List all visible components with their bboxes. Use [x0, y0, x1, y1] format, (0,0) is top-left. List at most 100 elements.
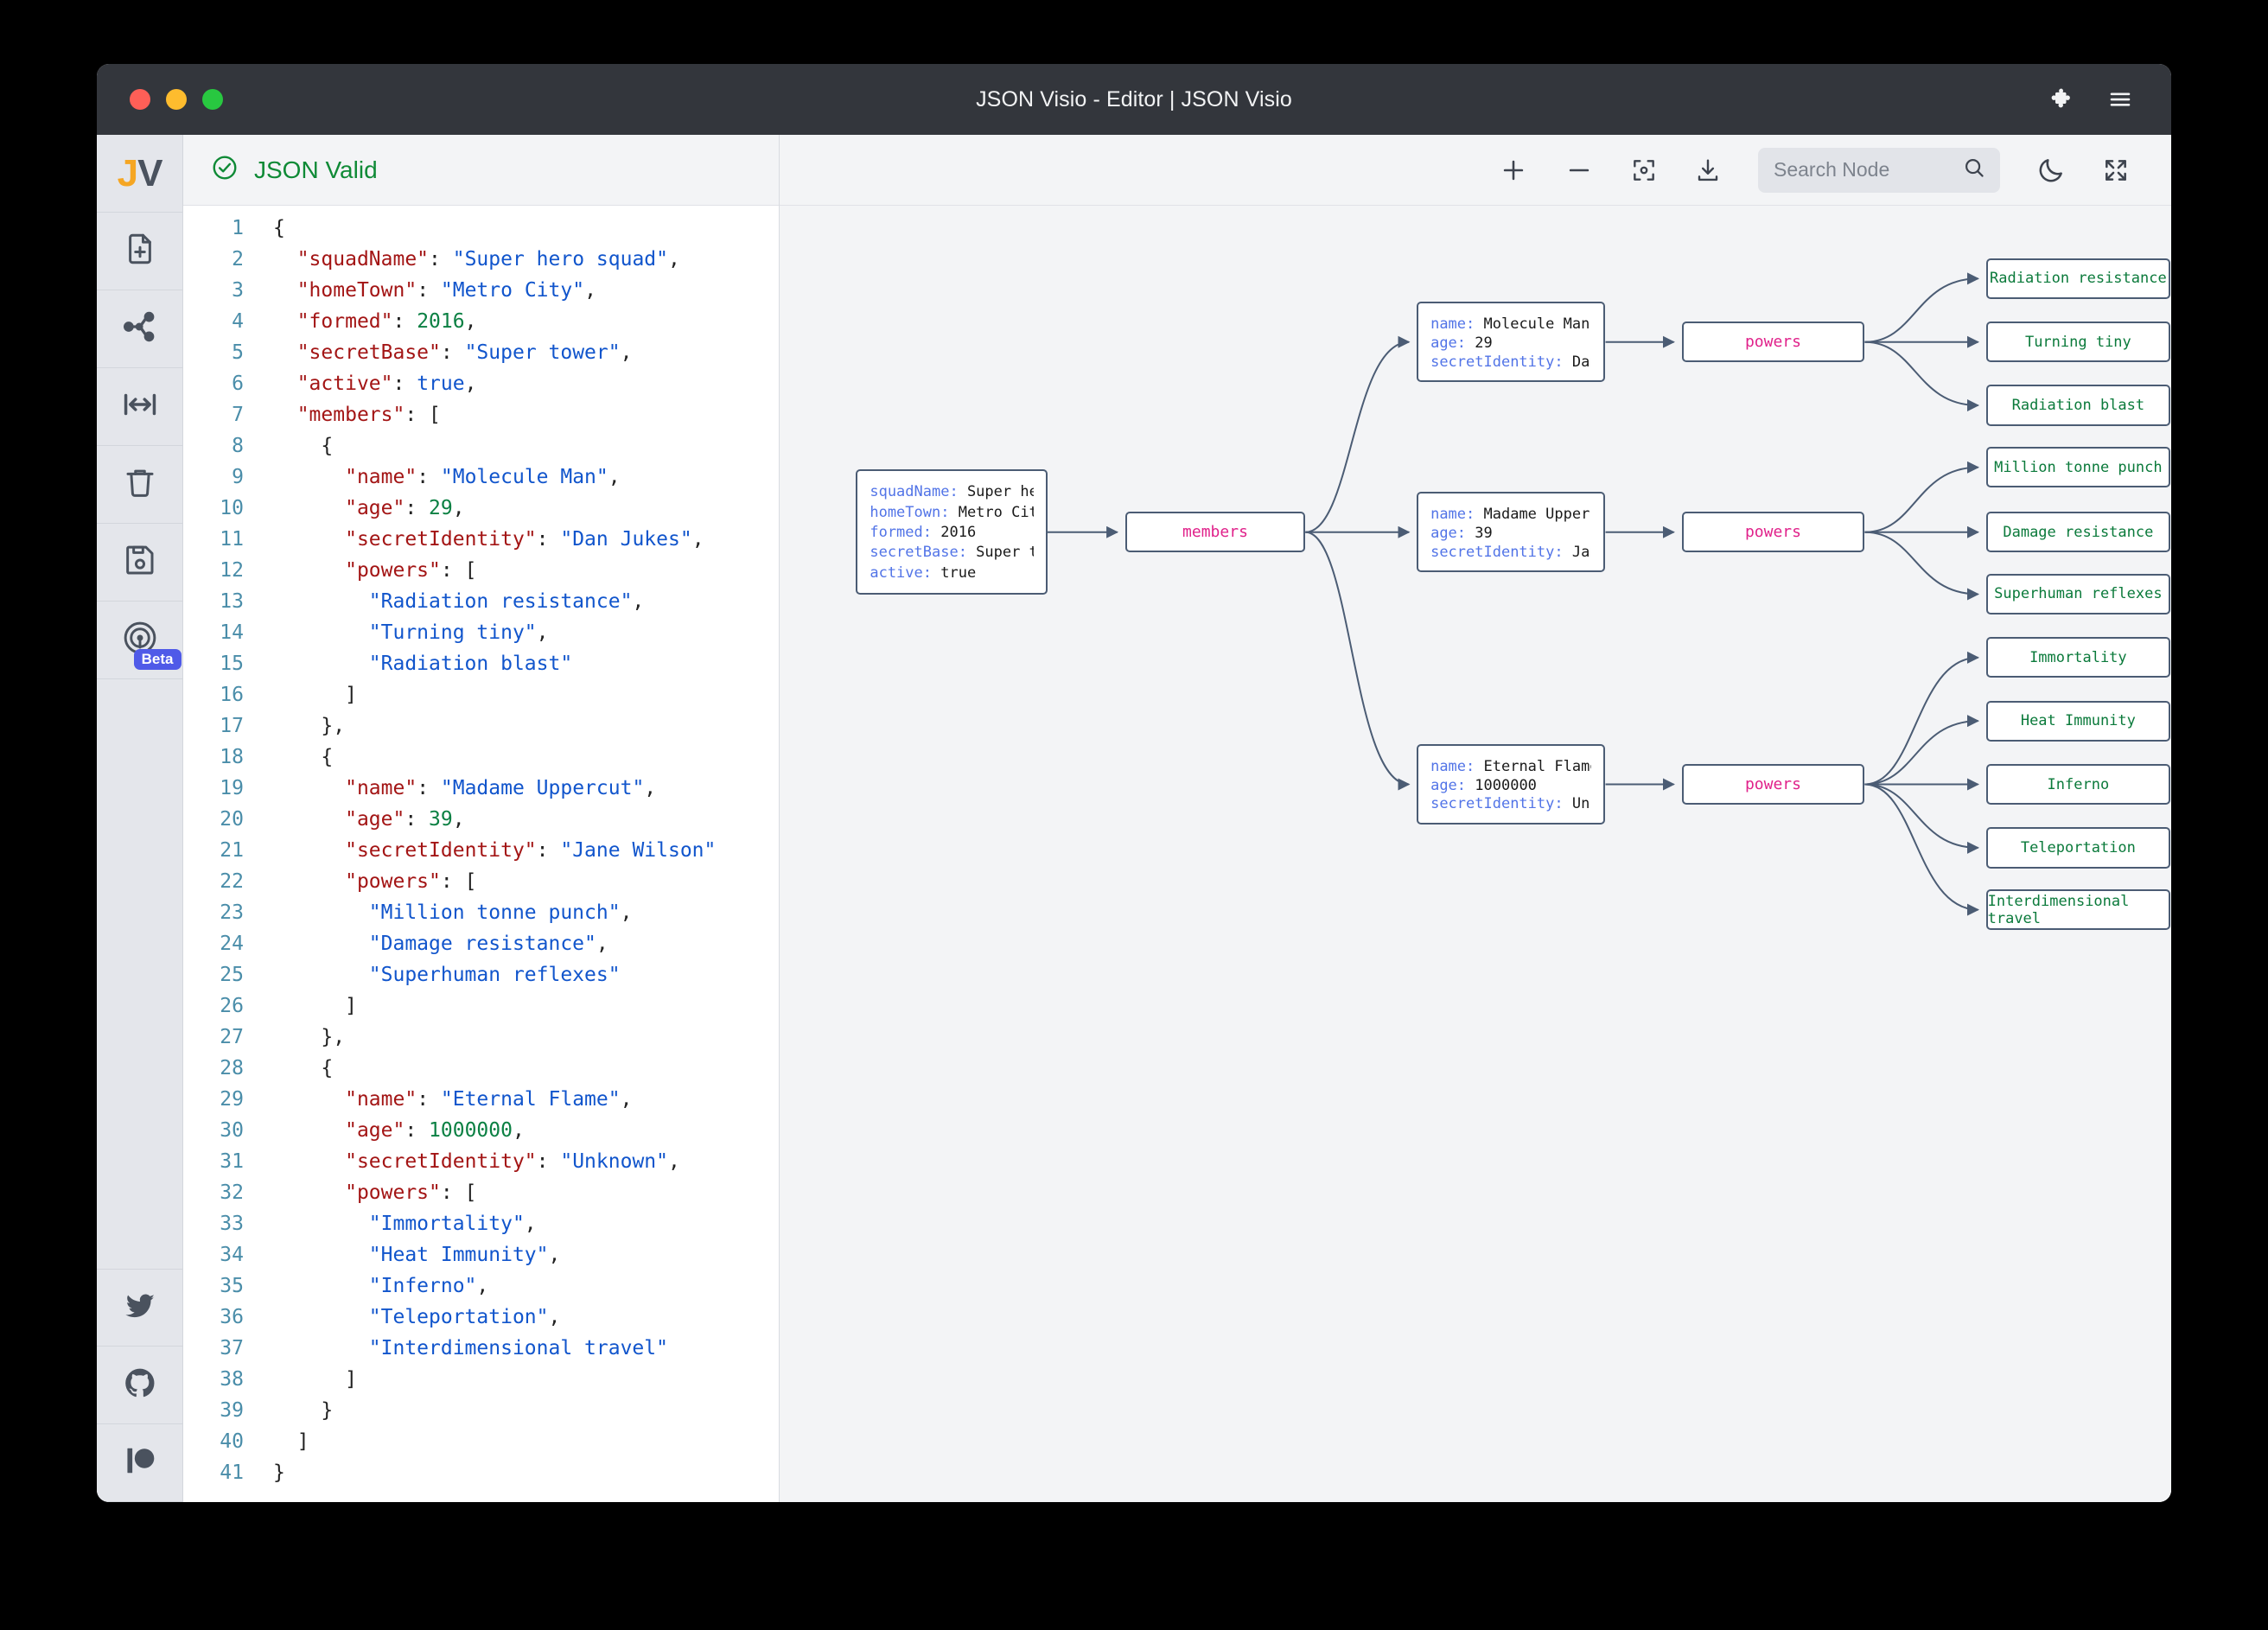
code-line[interactable]: 11 "secretIdentity": "Dan Jukes", [183, 524, 779, 555]
code-line[interactable]: 27 }, [183, 1022, 779, 1053]
code-line[interactable]: 3 "homeTown": "Metro City", [183, 275, 779, 306]
sidebar-item-cloud-ai[interactable]: Beta [97, 602, 183, 679]
graph-node-leaf[interactable]: Heat Immunity [1986, 701, 2171, 742]
code-line[interactable]: 16 ] [183, 679, 779, 710]
graph-node-leaf[interactable]: Superhuman reflexes [1986, 574, 2171, 614]
fullscreen-button[interactable] [2102, 156, 2130, 184]
search-node-box[interactable] [1758, 148, 2000, 193]
graph-node-property[interactable]: powers [1682, 322, 1865, 362]
code-line[interactable]: 32 "powers": [ [183, 1177, 779, 1208]
code-line[interactable]: 26 ] [183, 990, 779, 1022]
graph-node-leaf[interactable]: Teleportation [1986, 827, 2171, 868]
line-content[interactable]: "secretIdentity": "Unknown", [261, 1146, 680, 1177]
line-content[interactable]: "Million tonne punch", [261, 897, 632, 928]
sidebar-item-twitter[interactable] [97, 1269, 183, 1347]
minimize-button[interactable] [166, 89, 187, 110]
graph-node-object[interactable]: name: Madame Uppercutage: 39secretIdenti… [1417, 492, 1605, 572]
line-content[interactable]: "age": 39, [261, 804, 465, 835]
code-content[interactable]: 1{2 "squadName": "Super hero squad",3 "h… [183, 213, 779, 1488]
graph-node-leaf[interactable]: Immortality [1986, 637, 2171, 678]
code-line[interactable]: 6 "active": true, [183, 368, 779, 399]
code-line[interactable]: 17 }, [183, 710, 779, 742]
line-content[interactable]: "age": 29, [261, 493, 465, 524]
puzzle-icon[interactable] [2047, 86, 2073, 112]
code-line[interactable]: 35 "Inferno", [183, 1270, 779, 1302]
line-content[interactable]: { [261, 213, 285, 244]
code-line[interactable]: 18 { [183, 742, 779, 773]
line-content[interactable]: "Interdimensional travel" [261, 1333, 668, 1364]
line-content[interactable]: ] [261, 679, 357, 710]
download-button[interactable] [1694, 156, 1722, 184]
graph-node-object[interactable]: squadName: Super hero…homeTown: Metro Ci… [856, 469, 1048, 595]
line-content[interactable]: { [261, 1053, 333, 1084]
sidebar-item-patreon[interactable] [97, 1424, 183, 1502]
line-content[interactable]: "active": true, [261, 368, 476, 399]
code-line[interactable]: 2 "squadName": "Super hero squad", [183, 244, 779, 275]
graph-node-leaf[interactable]: Turning tiny [1986, 322, 2171, 362]
line-content[interactable]: "powers": [ [261, 1177, 476, 1208]
sidebar-item-new-document[interactable] [97, 213, 183, 290]
dark-mode-toggle[interactable] [2036, 156, 2066, 185]
line-content[interactable]: "name": "Eternal Flame", [261, 1084, 632, 1115]
code-line[interactable]: 30 "age": 1000000, [183, 1115, 779, 1146]
code-line[interactable]: 13 "Radiation resistance", [183, 586, 779, 617]
code-line[interactable]: 15 "Radiation blast" [183, 648, 779, 679]
sidebar-item-fit-width[interactable] [97, 368, 183, 446]
close-button[interactable] [130, 89, 150, 110]
line-content[interactable]: }, [261, 1022, 345, 1053]
line-content[interactable]: "powers": [ [261, 866, 476, 897]
code-line[interactable]: 21 "secretIdentity": "Jane Wilson" [183, 835, 779, 866]
graph-node-leaf[interactable]: Radiation blast [1986, 385, 2171, 425]
code-line[interactable]: 40 ] [183, 1426, 779, 1457]
code-line[interactable]: 25 "Superhuman reflexes" [183, 959, 779, 990]
code-line[interactable]: 10 "age": 29, [183, 493, 779, 524]
code-line[interactable]: 34 "Heat Immunity", [183, 1239, 779, 1270]
code-line[interactable]: 37 "Interdimensional travel" [183, 1333, 779, 1364]
line-content[interactable]: "Teleportation", [261, 1302, 560, 1333]
line-content[interactable]: "Heat Immunity", [261, 1239, 560, 1270]
code-line[interactable]: 7 "members": [ [183, 399, 779, 430]
line-content[interactable]: "Inferno", [261, 1270, 488, 1302]
code-line[interactable]: 14 "Turning tiny", [183, 617, 779, 648]
line-content[interactable]: "Radiation blast" [261, 648, 572, 679]
code-line[interactable]: 28 { [183, 1053, 779, 1084]
line-content[interactable]: } [261, 1395, 333, 1426]
line-content[interactable]: { [261, 742, 333, 773]
maximize-button[interactable] [202, 89, 223, 110]
code-line[interactable]: 29 "name": "Eternal Flame", [183, 1084, 779, 1115]
code-line[interactable]: 5 "secretBase": "Super tower", [183, 337, 779, 368]
graph-node-property[interactable]: powers [1682, 764, 1865, 805]
graph-node-leaf[interactable]: Interdimensional travel [1986, 889, 2171, 930]
line-content[interactable]: ] [261, 1426, 309, 1457]
zoom-in-button[interactable] [1499, 156, 1528, 185]
code-line[interactable]: 19 "name": "Madame Uppercut", [183, 773, 779, 804]
center-view-button[interactable] [1630, 156, 1658, 184]
graph-node-leaf[interactable]: Inferno [1986, 764, 2171, 805]
search-icon[interactable] [1962, 156, 1986, 184]
line-content[interactable]: "age": 1000000, [261, 1115, 525, 1146]
line-content[interactable]: }, [261, 710, 345, 742]
code-line[interactable]: 36 "Teleportation", [183, 1302, 779, 1333]
code-line[interactable]: 12 "powers": [ [183, 555, 779, 586]
code-line[interactable]: 23 "Million tonne punch", [183, 897, 779, 928]
graph-node-leaf[interactable]: Damage resistance [1986, 512, 2171, 552]
code-line[interactable]: 8 { [183, 430, 779, 462]
code-line[interactable]: 1{ [183, 213, 779, 244]
sidebar-item-clear-json[interactable] [97, 446, 183, 524]
sidebar-item-save-json[interactable] [97, 524, 183, 602]
graph-node-object[interactable]: name: Eternal Flameage: 1000000secretIde… [1417, 744, 1605, 825]
line-content[interactable]: { [261, 430, 333, 462]
graph-node-property[interactable]: powers [1682, 512, 1865, 552]
code-scroll-area[interactable]: 1{2 "squadName": "Super hero squad",3 "h… [183, 206, 779, 1502]
search-input[interactable] [1774, 158, 1953, 181]
line-content[interactable]: "Damage resistance", [261, 928, 608, 959]
line-content[interactable]: "name": "Madame Uppercut", [261, 773, 656, 804]
code-line[interactable]: 31 "secretIdentity": "Unknown", [183, 1146, 779, 1177]
line-content[interactable]: "Radiation resistance", [261, 586, 644, 617]
code-line[interactable]: 9 "name": "Molecule Man", [183, 462, 779, 493]
hamburger-menu-icon[interactable] [2107, 86, 2133, 112]
graph-node-object[interactable]: name: Molecule Manage: 29secretIdentity:… [1417, 302, 1605, 382]
line-content[interactable]: "secretIdentity": "Jane Wilson" [261, 835, 716, 866]
app-logo[interactable]: JV [97, 135, 183, 213]
line-content[interactable]: "secretBase": "Super tower", [261, 337, 632, 368]
